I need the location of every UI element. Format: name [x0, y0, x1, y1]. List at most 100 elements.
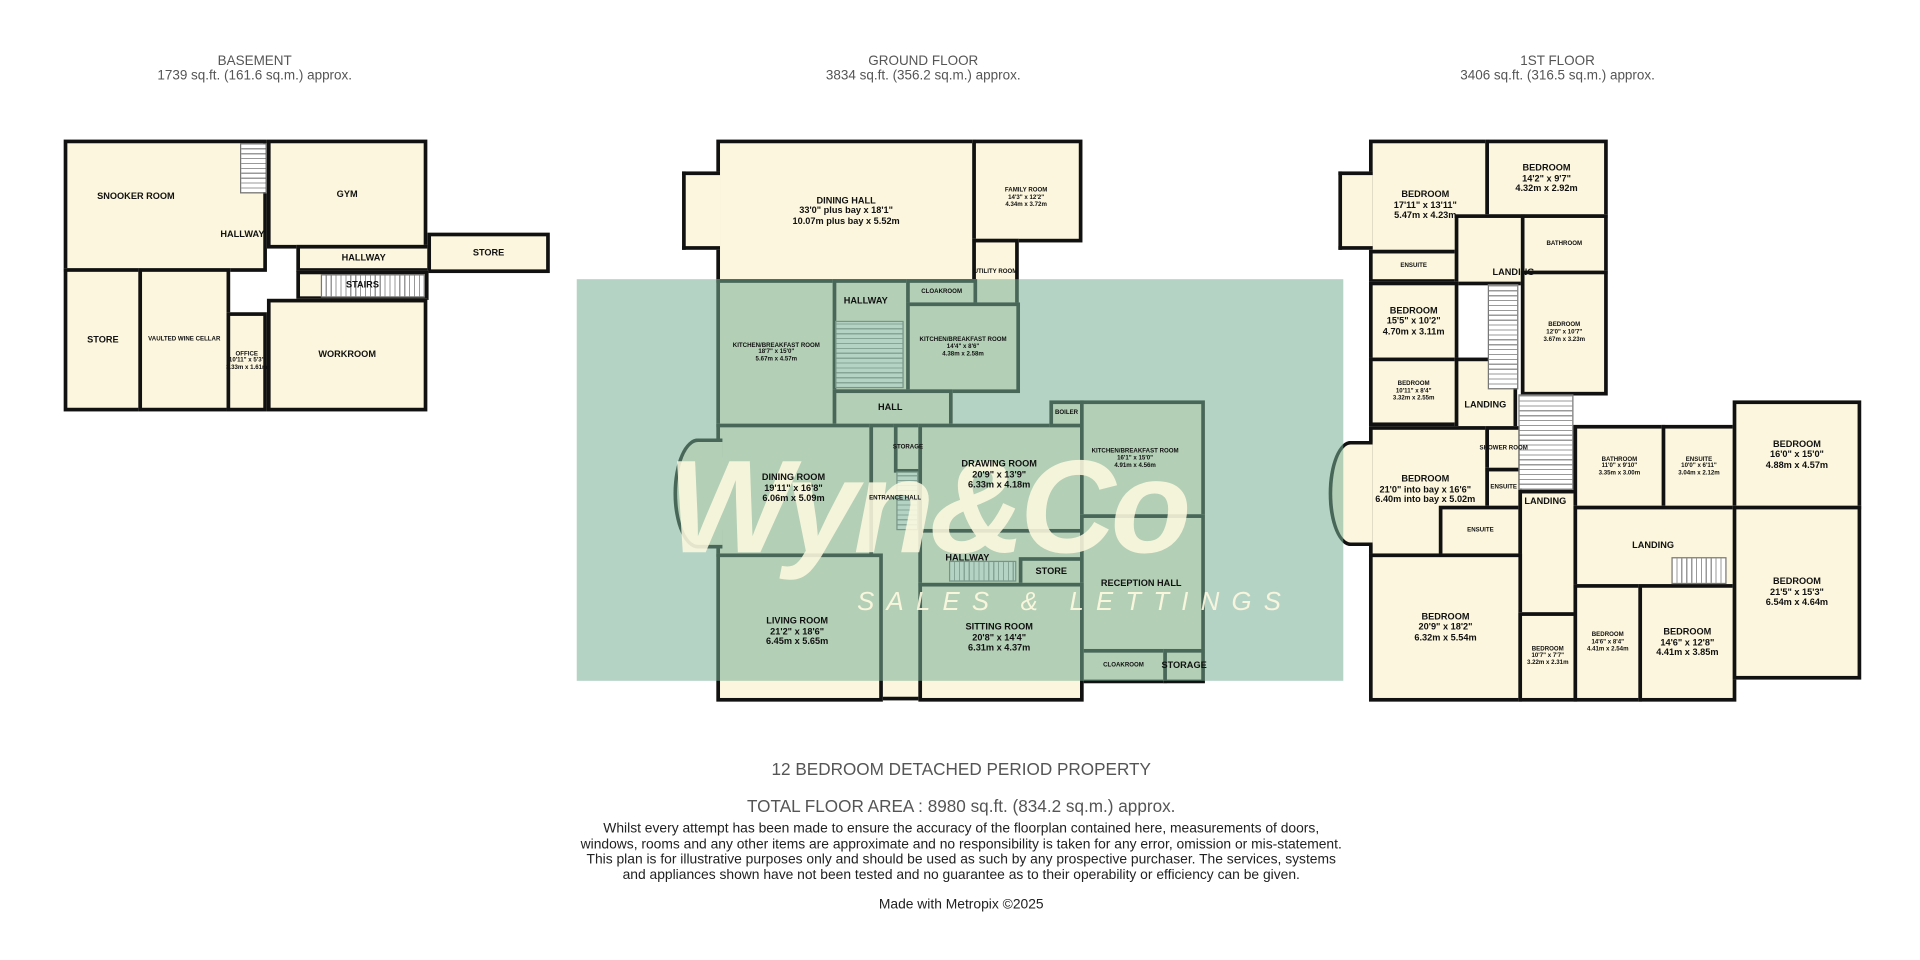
room-label: ENSUITE	[1467, 526, 1494, 535]
room-dimensions: 4.91m x 4.56m	[1114, 461, 1156, 469]
room-name: DINING HALL	[816, 194, 876, 206]
room-name: FAMILY ROOM	[1004, 186, 1048, 194]
room-label: CLOAKROOM	[921, 287, 963, 296]
room-bedroom	[1638, 584, 1737, 702]
room-dimensions: 21'5" x 15'3"	[1769, 586, 1824, 598]
made-with: Made with Metropix ©2025	[878, 897, 1044, 913]
room-ensuite	[1368, 249, 1459, 283]
room-label: GYM	[337, 188, 358, 200]
room-name: LANDING	[1492, 266, 1535, 278]
room-label: ENSUITE	[1490, 484, 1517, 492]
room-label: WORKROOM	[318, 349, 376, 361]
room-name: ENSUITE	[1467, 526, 1494, 535]
room-dimensions: 16'0" x 15'0"	[1769, 448, 1824, 460]
room-name: CLOAKROOM	[921, 287, 963, 296]
room-gym	[266, 139, 428, 249]
room-label: BATHROOM	[1546, 240, 1582, 248]
room-bedroom	[1732, 400, 1862, 510]
room-name: STORAGE	[892, 443, 924, 451]
room-dimensions: 14'2" x 9'7"	[1522, 172, 1571, 184]
room-name: HALLWAY	[341, 251, 386, 263]
room-label: HALL	[878, 402, 902, 413]
room-bedroom	[1368, 553, 1523, 702]
room-label: VAULTED WINE CELLAR	[148, 335, 220, 343]
room-label: BOILER	[1054, 409, 1079, 417]
room-name: BEDROOM	[1397, 380, 1430, 388]
room-landing	[1454, 214, 1525, 286]
room-bathroom	[1573, 424, 1666, 510]
stairs-icon	[948, 560, 1017, 582]
bay-window	[1328, 440, 1373, 547]
room-name: LANDING	[1464, 398, 1507, 410]
room-dimensions: 4.32m x 2.92m	[1515, 182, 1578, 194]
basement-header: BASEMENT 1739 sq.ft. (161.6 sq.m.) appro…	[71, 54, 438, 83]
room-dimensions: 4.70m x 3.11m	[1382, 325, 1445, 337]
room-label: RECEPTION HALL	[1101, 578, 1182, 590]
stairs-icon	[320, 274, 425, 298]
room-dimensions: 4.41m x 2.54m	[1586, 645, 1629, 653]
floor-name: GROUND FLOOR	[868, 53, 979, 69]
bay-window	[682, 171, 721, 250]
stairs-icon	[240, 143, 267, 194]
room-name: CLOAKROOM	[1103, 661, 1144, 669]
room-dimensions: 6.40m into bay x 5.02m	[1375, 493, 1476, 505]
room-dimensions: 10.07m plus bay x 5.52m	[792, 215, 900, 227]
bay-window	[1338, 171, 1373, 250]
room-dimensions: 3.33m x 1.61m	[225, 364, 268, 372]
room-name: BEDROOM	[1389, 304, 1438, 316]
first-floor-header: 1ST FLOOR 3406 sq.ft. (316.5 sq.m.) appr…	[1374, 54, 1741, 83]
room-label: STAIRS	[346, 279, 379, 291]
room-dimensions: 14'6" x 8'4"	[1591, 638, 1625, 646]
floor-area: 3834 sq.ft. (356.2 sq.m.) approx.	[825, 68, 1021, 84]
room-name: BOILER	[1054, 409, 1079, 417]
room-dimensions: 14'3" x 12'2"	[1008, 193, 1045, 201]
room-label: SHOWER ROOM	[1480, 444, 1528, 452]
room-dimensions: 6.32m x 5.54m	[1414, 631, 1477, 643]
room-label: HALLWAY	[844, 295, 888, 307]
room-dimensions: 4.38m x 2.58m	[942, 350, 984, 358]
room-dimensions: 10'7" x 7'7"	[1531, 652, 1565, 660]
room-dimensions: 5.47m x 4.23m	[1394, 209, 1457, 221]
room-snooker-room	[63, 139, 267, 272]
room-label: STORAGE	[892, 443, 924, 452]
bay-window	[673, 438, 723, 549]
room-name: BEDROOM	[1548, 321, 1581, 329]
room-label: LANDING	[1632, 540, 1674, 552]
room-name: HALL	[877, 401, 903, 413]
room-label: SNOOKER ROOM	[97, 191, 175, 203]
room-dimensions: 3.35m x 3.00m	[1598, 469, 1641, 477]
room-name: ENSUITE	[1685, 455, 1713, 463]
room-dimensions: 12'0" x 10'7"	[1546, 328, 1583, 336]
room-name: BEDROOM	[1531, 645, 1564, 653]
room-dimensions: 6.54m x 4.64m	[1765, 596, 1829, 608]
room-dimensions: 15'5" x 10'2"	[1386, 314, 1441, 326]
room-label: STORE	[1035, 566, 1066, 578]
room-label: HALLWAY	[341, 251, 386, 264]
room-dimensions: 3.22m x 2.31m	[1526, 659, 1569, 667]
room-vaulted-wine-cellar	[138, 268, 231, 412]
room-name: STORAGE	[1161, 659, 1207, 671]
room-bedroom	[1520, 270, 1608, 396]
room-name: BEDROOM	[1663, 625, 1712, 637]
room-name: BEDROOM	[1421, 610, 1470, 622]
room-name: UTILITY ROOM	[973, 267, 1018, 276]
room-dimensions: 3.04m x 2.12m	[1678, 469, 1720, 477]
room-label: STORE	[473, 247, 504, 259]
property-title: 12 BEDROOM DETACHED PERIOD PROPERTY	[771, 759, 1151, 779]
room-name: BEDROOM	[1591, 631, 1624, 639]
room-store	[427, 232, 550, 274]
room-bathroom	[1520, 214, 1608, 275]
